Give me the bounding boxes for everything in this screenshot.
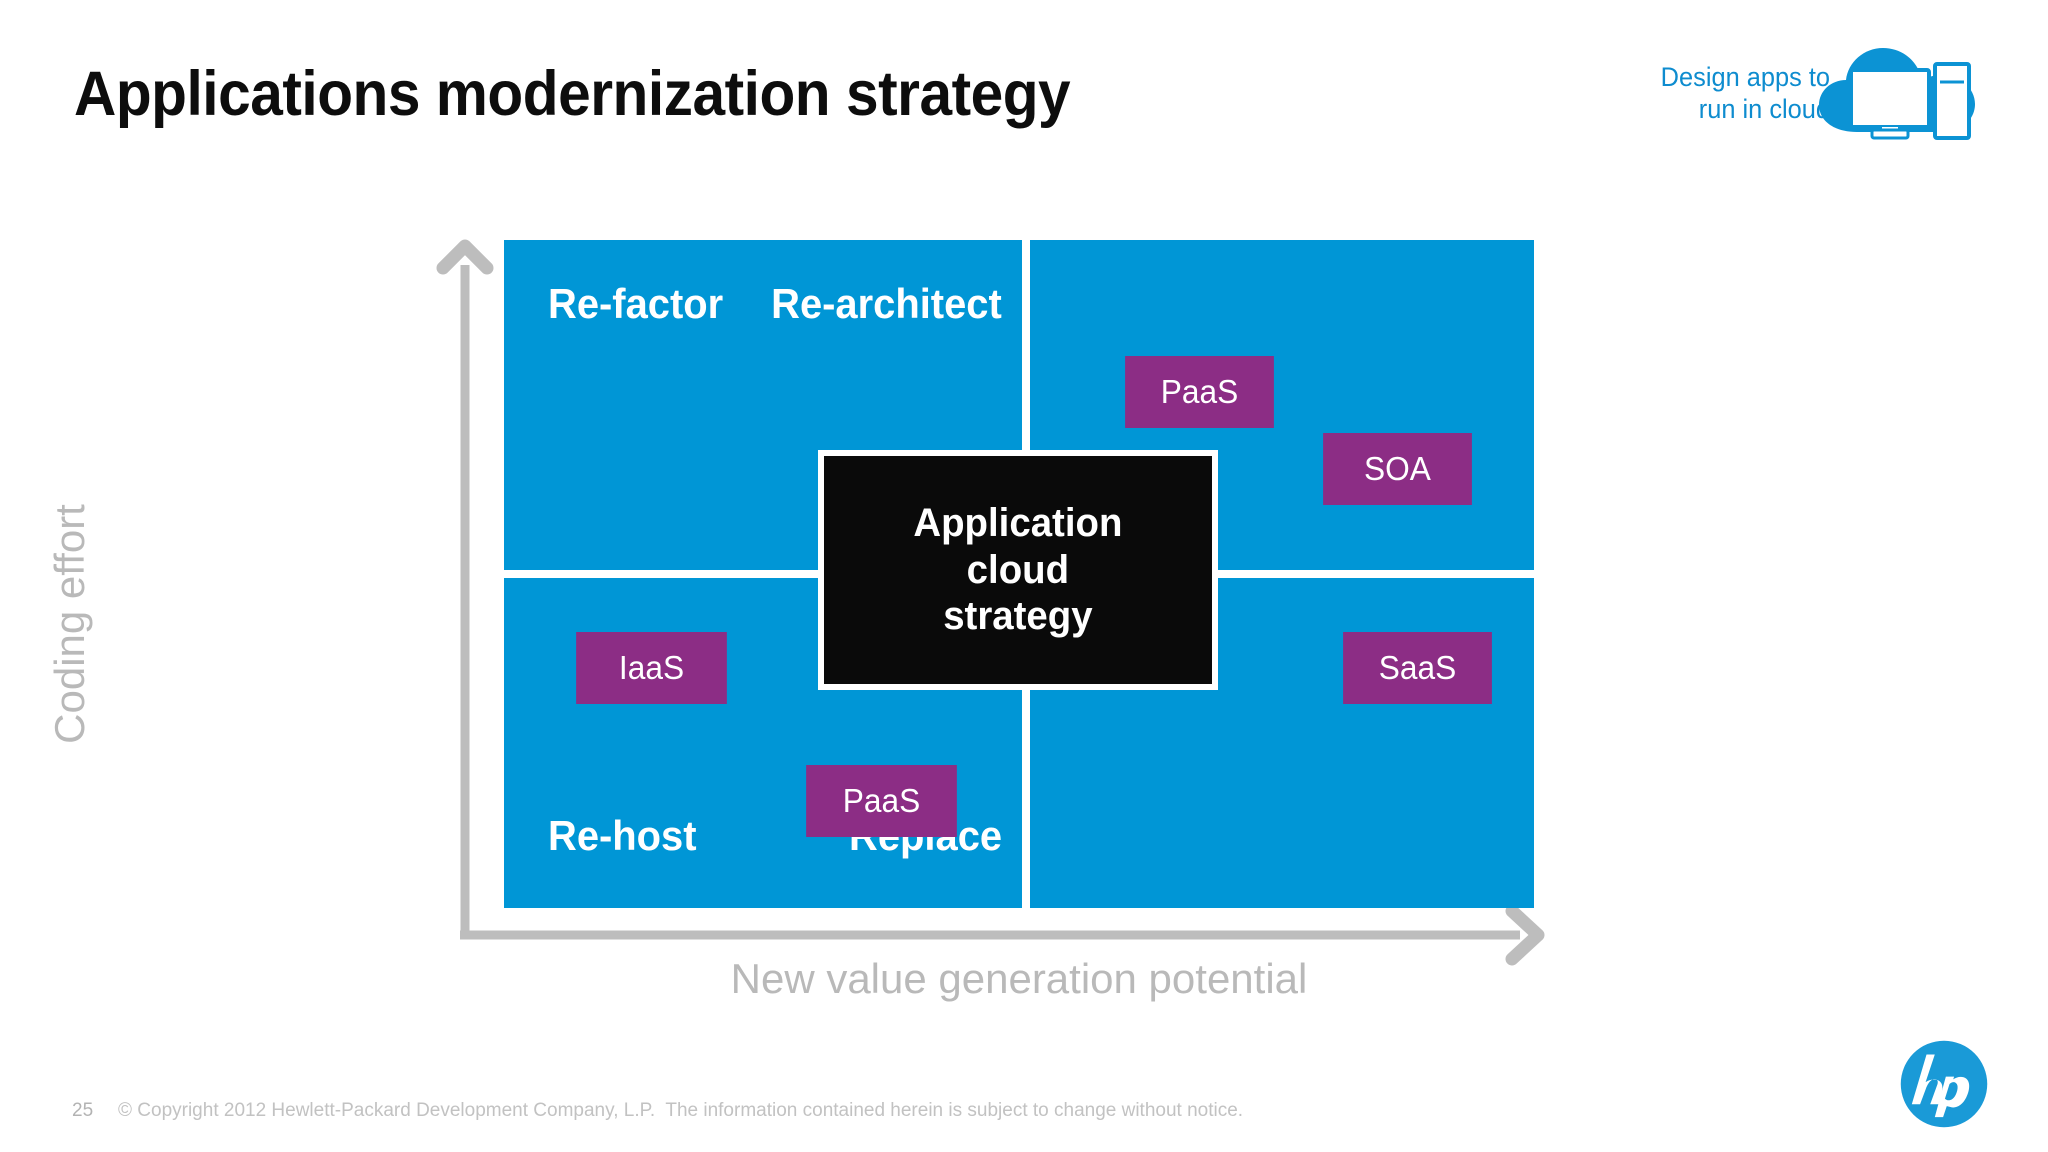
footer-page-number: 25	[72, 1100, 94, 1121]
center-callout-line3: strategy	[943, 594, 1093, 639]
page-title: Applications modernization strategy	[74, 59, 1071, 129]
tag-soa[interactable]: SOA	[1323, 433, 1472, 505]
tag-paas-re-architect[interactable]: PaaS	[1125, 356, 1274, 428]
center-callout-line1: Application	[913, 501, 1123, 546]
header-tagline-line2: run in cloud	[1698, 93, 1830, 124]
quadrant-label-re-architect: Re-architect	[771, 280, 1002, 327]
tag-iaas[interactable]: IaaS	[576, 632, 727, 704]
hp-logo	[1900, 1040, 1988, 1128]
quadrant-label-re-host: Re-host	[548, 812, 697, 859]
center-callout-text: Application cloud strategy	[913, 500, 1122, 639]
footer-copyright: © Copyright 2012 Hewlett-Packard Develop…	[118, 1100, 1244, 1121]
center-callout-inner: Application cloud strategy	[824, 456, 1212, 684]
quadrant-label-re-factor: Re-factor	[548, 280, 724, 327]
center-callout-box[interactable]: Application cloud strategy	[818, 450, 1218, 690]
y-axis-label: Coding effort	[46, 504, 93, 744]
cloud-computer-server-icon	[1819, 48, 1975, 140]
header-tagline-line1: Design apps to	[1660, 62, 1830, 92]
x-axis-arrowhead	[1505, 904, 1545, 966]
x-axis-label: New value generation potential	[730, 955, 1308, 1002]
y-axis-arrowhead	[436, 239, 494, 275]
tag-saas[interactable]: SaaS	[1343, 632, 1492, 704]
header-tagline: Design apps to run in cloud	[1567, 62, 1830, 126]
tag-paas-re-host[interactable]: PaaS	[806, 765, 957, 837]
center-callout-line2: cloud	[966, 547, 1070, 592]
